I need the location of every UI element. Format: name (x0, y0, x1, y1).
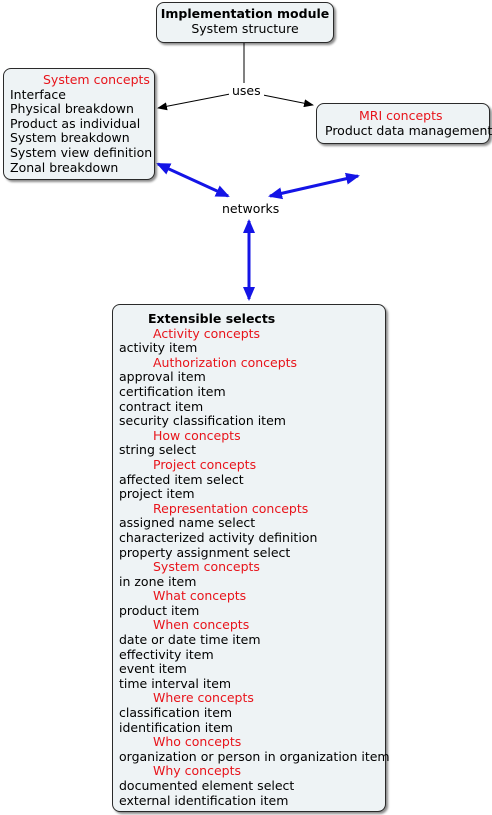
extensible-group-heading: Project concepts (153, 456, 257, 472)
system-concepts-item: Interface (10, 86, 66, 102)
extensible-group-heading: Where concepts (153, 690, 254, 706)
implementation-module-subtitle: System structure (191, 20, 299, 36)
system-concepts-heading: System concepts (43, 72, 150, 87)
extensible-group-item: characterized activity definition (119, 529, 318, 545)
system-concepts-item: Zonal breakdown (10, 159, 119, 175)
networks-arrow-mri-concepts (268, 172, 360, 200)
extensible-group-item: assigned name select (119, 515, 256, 531)
mri-concepts-heading: MRI concepts (359, 108, 443, 123)
mri-concepts-item: Product data management (325, 122, 492, 138)
extensible-group-item: event item (119, 661, 187, 677)
extensible-group-item: contract item (119, 398, 204, 414)
uses-arrow-mri-concepts (257, 93, 314, 108)
extensible-group-item: classification item (119, 705, 233, 721)
networks-label: networks (219, 201, 283, 216)
extensible-group-heading: Why concepts (153, 763, 242, 779)
extensible-group-item: in zone item (119, 573, 197, 589)
uses-label: uses (229, 83, 264, 98)
extensible-group-item: activity item (119, 340, 198, 356)
system-concepts-item: System breakdown (10, 130, 130, 146)
mri-concepts-node[interactable]: MRI concepts Product data management (316, 103, 492, 144)
extensible-group-heading: What concepts (153, 588, 247, 604)
extensible-group-item: documented element select (119, 778, 295, 793)
networks-arrow-system-concepts (156, 162, 230, 198)
extensible-group-heading: System concepts (153, 559, 260, 575)
extensible-group-heading: How concepts (153, 427, 241, 443)
extensible-group-item: security classification item (119, 413, 286, 429)
implementation-module-title: Implementation module (160, 6, 330, 21)
system-concepts-item: Product as individual (10, 115, 141, 131)
system-concepts-item: Physical breakdown (10, 101, 134, 117)
extensible-group-item: project item (119, 486, 195, 502)
extensible-group-item: certification item (119, 383, 226, 399)
extensible-group-heading: Activity concepts (153, 325, 261, 341)
extensible-group-heading: Who concepts (153, 734, 242, 750)
extensible-group-heading: When concepts (153, 617, 250, 633)
extensible-group-item: effectivity item (119, 646, 214, 662)
extensible-group-item: product item (119, 602, 200, 618)
extensible-selects-title: Extensible selects (148, 311, 276, 326)
extensible-group-item: property assignment select (119, 544, 291, 560)
system-concepts-item: System view definition (10, 144, 153, 160)
implementation-module-node[interactable]: Implementation module System structure (156, 2, 334, 43)
extensible-group-item: affected item select (119, 471, 244, 487)
uses-arrow-system-concepts (157, 93, 231, 111)
extensible-group-heading: Representation concepts (153, 500, 309, 516)
extensible-group-heading: Authorization concepts (153, 354, 298, 370)
extensible-group-item: date or date time item (119, 632, 261, 648)
extensible-group-item: external identification item (119, 792, 289, 808)
extensible-group-item: time interval item (119, 675, 232, 691)
extensible-group-item: identification item (119, 719, 233, 735)
extensible-group-item: approval item (119, 369, 206, 385)
extensible-group-item: organization or person in organization i… (119, 748, 390, 764)
extensible-group-item: string select (119, 442, 196, 458)
